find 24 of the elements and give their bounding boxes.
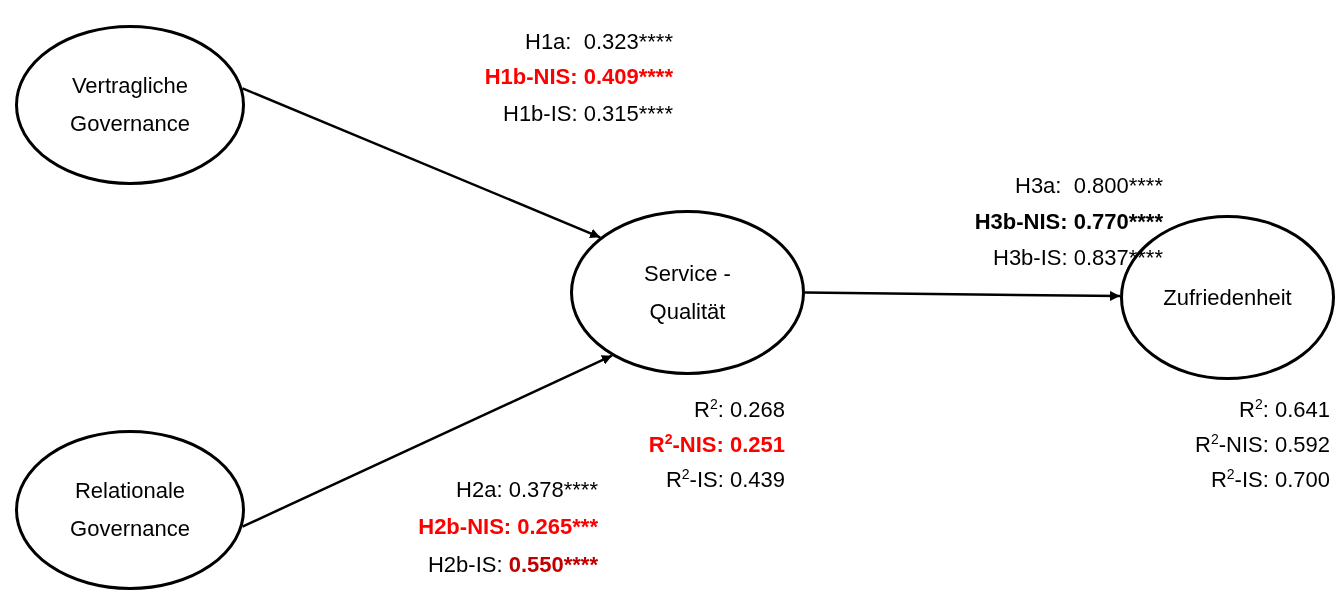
construct-name: Zufriedenheit: [1162, 283, 1293, 312]
path-coefficient: H3b-NIS: 0.770****: [974, 210, 1163, 234]
path-coefficient: H2a: 0.378****: [456, 478, 598, 502]
arrow: [241, 354, 613, 528]
path-coefficient: H1a: 0.323****: [525, 30, 673, 54]
path-coefficient: R$^{2}$-IS: 0.439: [665, 468, 785, 492]
construct-name: Relationale Governance: [69, 477, 191, 543]
arrow: [805, 290, 1121, 301]
path-coefficient: R$^{2}$: 0.641: [1239, 398, 1330, 422]
construct-ellipse: [15, 25, 245, 185]
construct-name: Vertragliche Governance: [69, 72, 191, 138]
path-coefficient: H2b-NIS: 0.265***: [418, 515, 598, 539]
construct-ellipse: [570, 210, 805, 375]
path-coefficient: H1b-IS: 0.315****: [503, 102, 673, 126]
path-coefficient: H2b-IS: 0.550****: [428, 553, 598, 577]
path-coefficient: R$^{2}$: 0.268: [694, 398, 785, 422]
path-coefficient: H1b-NIS: 0.409****: [484, 65, 673, 89]
path-coefficient: R$^{2}$-NIS: 0.592: [1195, 433, 1330, 457]
arrow: [242, 87, 601, 239]
path-coefficient: R$^{2}$-IS: 0.700: [1210, 468, 1330, 492]
path-coefficient: R$^{2}$-NIS: 0.251: [648, 433, 785, 457]
path-coefficient: H3a: 0.800****: [1015, 174, 1163, 198]
construct-ellipse: [15, 430, 245, 590]
construct-name: Service - Qualität: [643, 259, 732, 326]
